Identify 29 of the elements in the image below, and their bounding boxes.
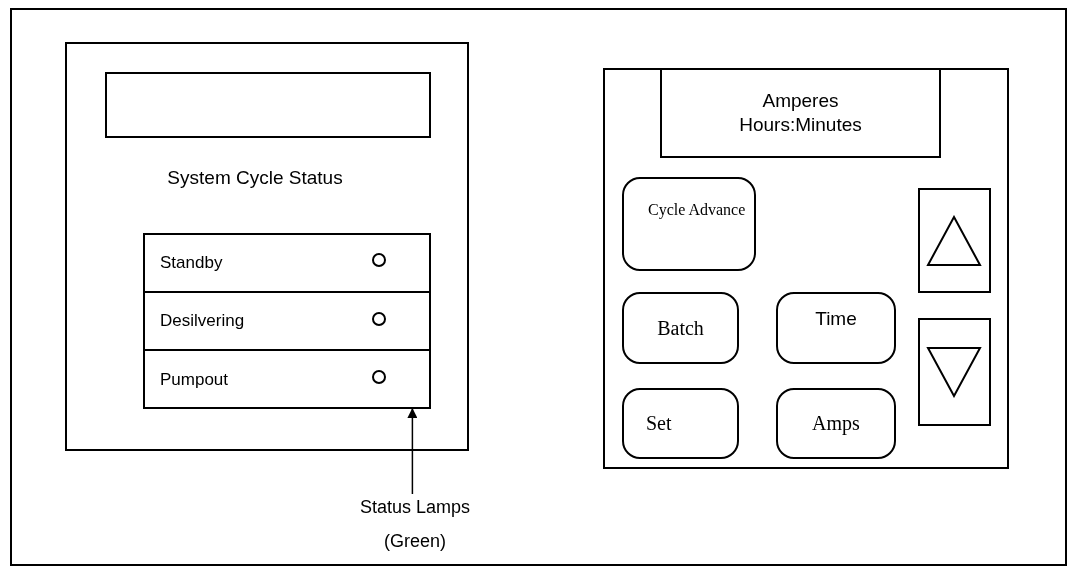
display-label: Hours:Minutes [739,113,862,137]
button-label: Batch [657,316,704,340]
up-arrow-button [918,188,991,293]
button-label: Set [646,412,672,435]
control-panel [603,68,1009,469]
status-label: Standby [160,252,223,273]
display-window [660,68,941,158]
status-label: Pumpout [160,369,229,390]
button-label: Amps [812,412,860,435]
button-label: Time [815,308,857,331]
keypad-button [776,388,896,459]
callout-label: Status Lamps (Green) [358,496,472,553]
button-label: Cycle Advance [648,200,747,220]
leader-arrow [407,408,418,495]
section-heading: System Cycle Status [166,166,344,190]
status-label: Desilvering [160,311,245,331]
down-arrow-button [918,318,991,426]
keypad-button [622,177,756,271]
keypad-button [776,292,896,364]
keypad-button [622,388,739,459]
header-box [105,72,431,138]
status-row [143,292,431,350]
display-label: Amperes [762,89,839,113]
status-lamp [372,253,386,267]
status-lamp [372,312,386,326]
status-lamp [372,370,386,384]
control-panel [65,42,469,451]
status-table [143,233,431,409]
keypad-button [622,292,739,364]
